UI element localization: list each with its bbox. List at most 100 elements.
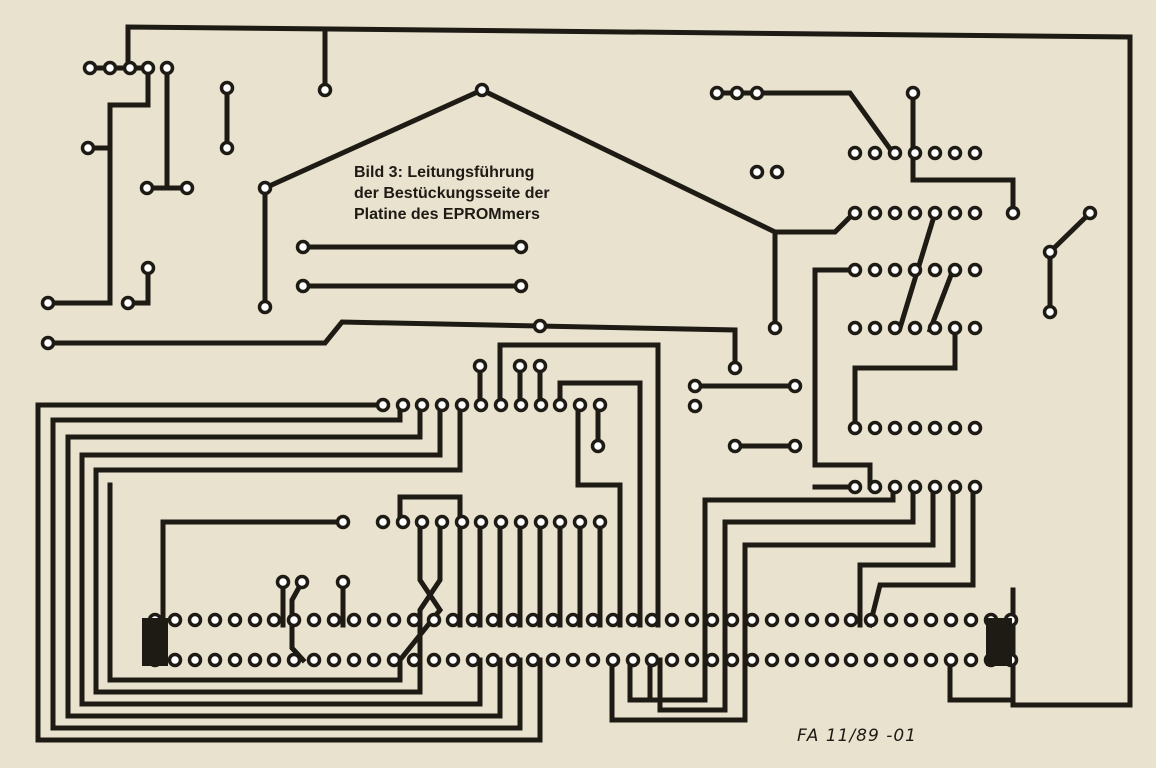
solder-pad xyxy=(704,612,720,628)
solder-pad xyxy=(664,652,680,668)
solder-pad xyxy=(386,612,402,628)
solder-pad xyxy=(414,397,430,413)
solder-pad xyxy=(867,205,883,221)
trace xyxy=(45,319,738,371)
solder-pad xyxy=(552,397,568,413)
solder-pad xyxy=(295,239,311,255)
solder-pad xyxy=(907,205,923,221)
solder-pad xyxy=(434,397,450,413)
solder-pad xyxy=(454,397,470,413)
solder-pad xyxy=(863,612,879,628)
solder-pad xyxy=(625,652,641,668)
solder-pad xyxy=(764,652,780,668)
solder-pad xyxy=(883,612,899,628)
solder-pad xyxy=(395,514,411,530)
solder-pad xyxy=(266,612,282,628)
solder-pad xyxy=(375,514,391,530)
solder-pad xyxy=(532,358,548,374)
solder-pad xyxy=(187,612,203,628)
solder-pad xyxy=(445,612,461,628)
solder-pad xyxy=(905,85,921,101)
solder-pad xyxy=(227,612,243,628)
solder-pad xyxy=(943,652,959,668)
trace xyxy=(852,325,958,431)
solid-copper-areas xyxy=(142,618,1012,666)
figure-code-label: FA 11/89 -01 xyxy=(797,726,917,746)
solder-pad xyxy=(927,262,943,278)
solder-pad xyxy=(887,145,903,161)
solder-pad xyxy=(592,397,608,413)
solder-pad xyxy=(644,652,660,668)
solder-pad xyxy=(122,60,138,76)
solder-pad xyxy=(847,145,863,161)
solder-pad xyxy=(744,612,760,628)
solder-pad xyxy=(883,652,899,668)
trace xyxy=(812,267,873,490)
solder-pad xyxy=(927,145,943,161)
solder-pad xyxy=(434,514,450,530)
solder-pad xyxy=(947,262,963,278)
caption-line-2: der Bestückungsseite der xyxy=(354,185,550,202)
solder-pad xyxy=(565,652,581,668)
solder-pad xyxy=(406,652,422,668)
solder-pad xyxy=(709,85,725,101)
solder-pad xyxy=(286,612,302,628)
trace xyxy=(497,342,661,628)
solder-pad xyxy=(473,397,489,413)
solder-pad xyxy=(804,612,820,628)
solder-pad xyxy=(867,479,883,495)
solder-pad xyxy=(414,514,430,530)
solder-pad xyxy=(1082,205,1098,221)
trace xyxy=(947,657,1016,703)
solder-pad xyxy=(572,514,588,530)
solder-pad xyxy=(375,397,391,413)
solder-pad xyxy=(219,80,235,96)
solder-pad xyxy=(687,398,703,414)
solder-pad xyxy=(684,612,700,628)
ground-block-left xyxy=(142,618,168,666)
solder-pad xyxy=(824,652,840,668)
solder-pad xyxy=(40,295,56,311)
solder-pad xyxy=(406,612,422,628)
solder-pad xyxy=(724,612,740,628)
solder-pad xyxy=(967,479,983,495)
solder-pad xyxy=(867,420,883,436)
solder-pad xyxy=(513,397,529,413)
solder-pad xyxy=(1005,205,1021,221)
solder-pad xyxy=(887,205,903,221)
solder-pad xyxy=(545,612,561,628)
solder-pad xyxy=(687,378,703,394)
solder-pad xyxy=(824,612,840,628)
solder-pad xyxy=(513,239,529,255)
solder-pad xyxy=(963,612,979,628)
solder-pad xyxy=(923,612,939,628)
solder-pad xyxy=(275,574,291,590)
trace xyxy=(857,484,956,628)
solder-pad xyxy=(80,140,96,156)
trace xyxy=(107,482,403,683)
solder-pad xyxy=(426,612,442,628)
solder-pad xyxy=(472,358,488,374)
solder-pad xyxy=(947,420,963,436)
solder-pad xyxy=(784,652,800,668)
solder-pad xyxy=(843,612,859,628)
solder-pad xyxy=(326,652,342,668)
solder-pad xyxy=(346,612,362,628)
trace xyxy=(627,484,896,703)
solder-pad xyxy=(887,420,903,436)
solder-pad xyxy=(505,652,521,668)
solder-pad xyxy=(744,652,760,668)
solder-pad xyxy=(903,612,919,628)
solder-pad xyxy=(907,320,923,336)
solder-pad xyxy=(1042,244,1058,260)
solder-pad xyxy=(565,612,581,628)
solder-pad xyxy=(525,612,541,628)
solder-pad xyxy=(120,295,136,311)
trace xyxy=(79,402,483,707)
solder-pad xyxy=(847,420,863,436)
solder-pad xyxy=(664,612,680,628)
solder-pad xyxy=(525,652,541,668)
caption-line-1: Bild 3: Leitungsführung xyxy=(354,164,535,181)
solder-pad xyxy=(505,612,521,628)
